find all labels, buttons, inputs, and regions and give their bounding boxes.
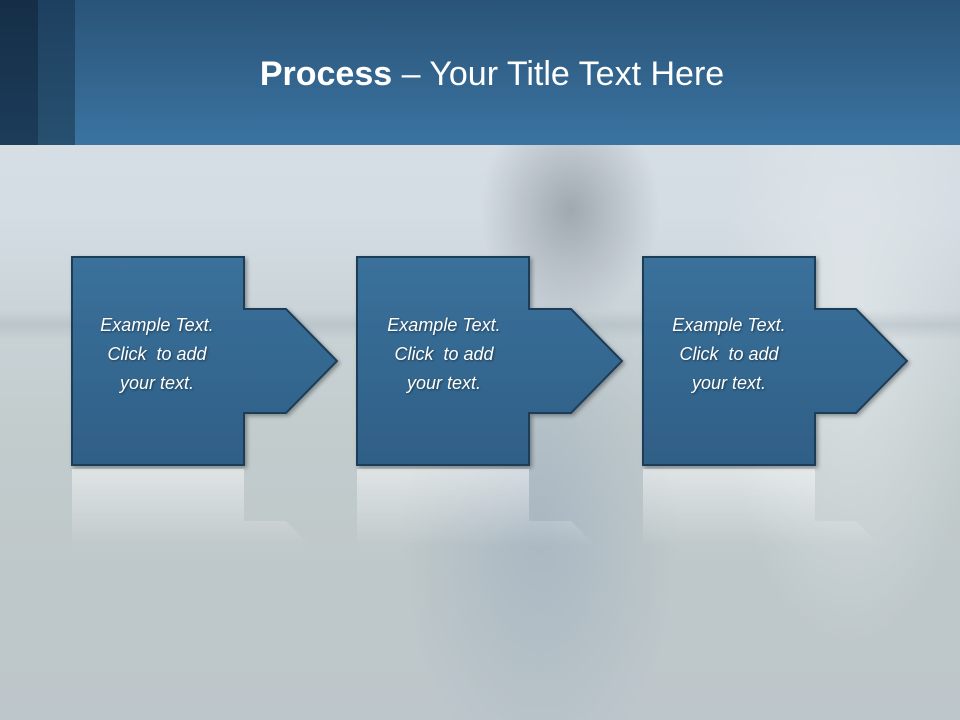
title-text-part: – Your Title Text Here — [392, 55, 725, 93]
step-text-line: Click to add — [394, 344, 494, 364]
step-text-line: your text. — [119, 373, 195, 393]
process-step-2-reflection — [357, 469, 622, 677]
process-step-1-text[interactable]: Example Text. Click to add your text. — [72, 311, 242, 398]
step-text-line: your text. — [406, 373, 482, 393]
process-step-2-text[interactable]: Example Text. Click to add your text. — [359, 311, 529, 398]
process-reflection — [72, 469, 907, 677]
title-band — [0, 0, 960, 145]
slide-title[interactable]: Process – Your Title Text Here — [0, 52, 960, 96]
process-step-3-shape[interactable] — [642, 256, 909, 466]
process-step-1-shape[interactable] — [71, 256, 339, 466]
process-step-3-reflection — [643, 469, 907, 677]
header-accent-strip — [38, 0, 75, 145]
process-step-2-shape[interactable] — [356, 256, 624, 466]
step-text-line: Click to add — [679, 344, 779, 364]
step-text-line: Click to add — [107, 344, 207, 364]
step-text-line: your text. — [691, 373, 767, 393]
process-step-1-reflection — [72, 469, 337, 677]
step-text-line: Example Text. — [100, 315, 214, 335]
step-text-line: Example Text. — [672, 315, 786, 335]
step-text-line: Example Text. — [387, 315, 501, 335]
header-accent-strip — [0, 0, 38, 145]
title-bold-part: Process — [259, 55, 393, 93]
process-step-3-text[interactable]: Example Text. Click to add your text. — [644, 311, 814, 398]
